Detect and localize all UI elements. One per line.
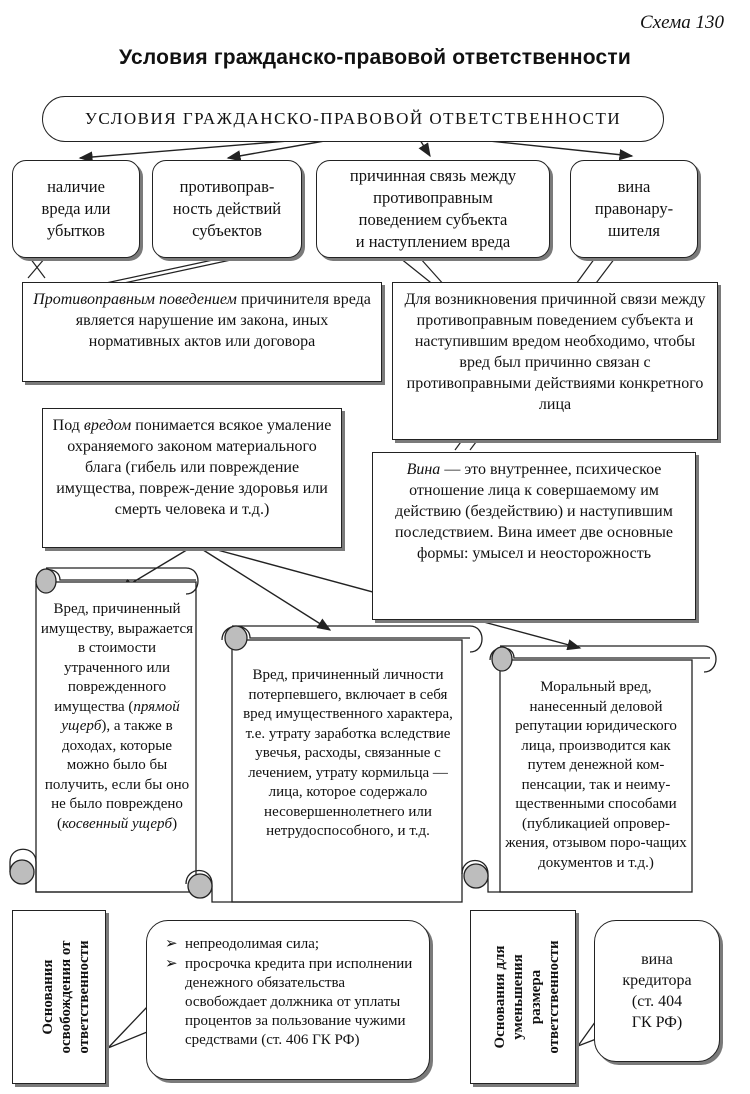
scroll-personal-harm (185, 625, 483, 903)
scroll-property-harm (9, 567, 199, 893)
page-title: Условия гражданско-правовой ответственно… (119, 46, 631, 69)
condition-causal-link: причинная связь между противоправным пов… (316, 160, 550, 258)
unlawful-text: причинителя вреда является нарушение им … (75, 291, 371, 350)
release-grounds-label: Основания освобождения от ответственност… (40, 940, 92, 1054)
arrow-to-harm (78, 139, 301, 163)
guilt-term: Вина (406, 461, 441, 478)
causal-link-definition: Для возникновения причинной связи между … (392, 282, 718, 440)
arrow-to-unlawfulness (226, 139, 331, 162)
arrow-to-guilt (479, 139, 634, 161)
link-unlawfulness-explanation (91, 257, 223, 287)
moral-harm-text: Моральный вред, нанесенный деловой репут… (505, 679, 687, 871)
bullet-marker-icon: ➢ (165, 936, 178, 952)
reduce-grounds-box: Основания для уменьшения размера ответст… (470, 910, 576, 1084)
release-grounds-bubble: ➢непреодолимая сила; ➢просрочка кредита … (146, 920, 430, 1080)
bullet-marker-icon: ➢ (165, 956, 178, 972)
personal-harm-text: Вред, причиненный личности потерпевшего,… (243, 667, 453, 839)
scheme-number: Схема 130 (640, 12, 724, 33)
harm-definition: Под вредом понимается всякое умаление ох… (42, 408, 342, 548)
link-harm-explanation (29, 257, 46, 279)
release-grounds-box: Основания освобождения от ответственност… (12, 910, 106, 1084)
arrow-to-personal-harm (199, 547, 332, 631)
unlawful-behavior-definition: Противоправным поведением причинителя вр… (22, 282, 382, 382)
condition-harm: наличие вреда или убытков (12, 160, 140, 258)
indirect-damage: косвенный ущерб (61, 815, 173, 832)
condition-guilt: вина правонару- шителя (570, 160, 698, 258)
harm-term: вредом (83, 417, 132, 434)
release-item: ➢просрочка кредита при исполнении денежн… (165, 956, 413, 1048)
property-harm-text: Вред, причиненный имуществу, выражается … (40, 601, 194, 832)
condition-unlawfulness: противоправ- ность действий субъектов (152, 160, 302, 258)
reduce-grounds-label: Основания для уменьшения размера ответст… (492, 940, 562, 1054)
reduce-grounds-bubble: вина кредитора (ст. 404 ГК РФ) (594, 920, 720, 1062)
unlawful-term: Противоправным поведением (33, 291, 237, 308)
release-item: ➢непреодолимая сила; (165, 936, 320, 952)
scroll-moral-harm (461, 645, 717, 893)
root-node: УСЛОВИЯ ГРАЖДАНСКО-ПРАВОВОЙ ОТВЕТСТВЕННО… (42, 96, 664, 142)
direct-damage: прямой ущерб (61, 698, 180, 735)
link-causal-explanation (399, 257, 436, 287)
bubble-tail-release (107, 1005, 153, 1049)
arrow-to-causal (418, 139, 431, 158)
guilt-definition: Вина — это внутреннее, психическое отнош… (372, 452, 696, 620)
